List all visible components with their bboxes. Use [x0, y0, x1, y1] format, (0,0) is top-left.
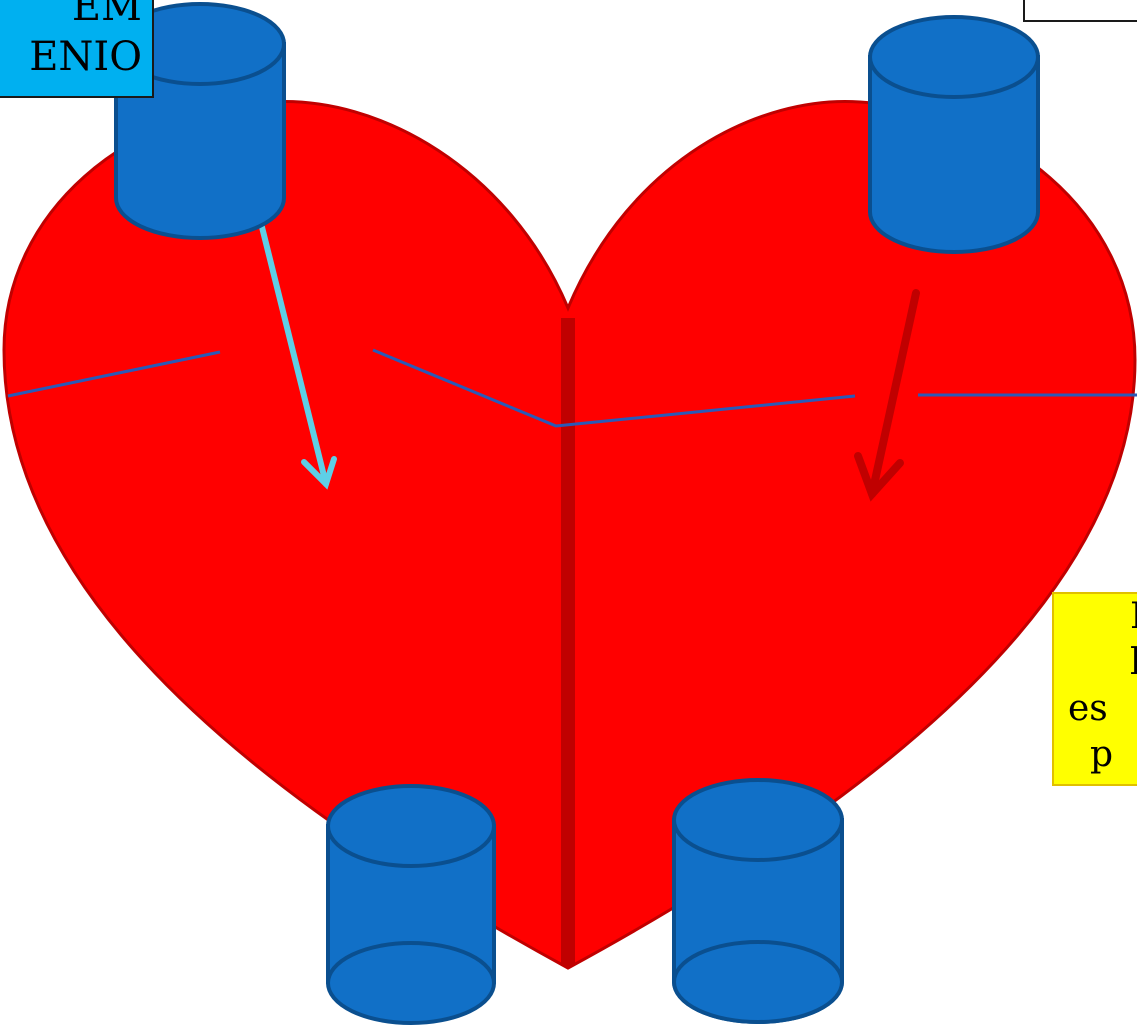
vessel-bottom-right	[672, 778, 844, 1024]
arrow-left-shaft	[249, 184, 329, 487]
vessel-bottom-left-top	[326, 784, 496, 868]
label-right-line-2: l	[1054, 640, 1137, 686]
label-right-line-1: I	[1054, 594, 1137, 640]
vessel-bottom-left	[326, 784, 496, 1025]
vessel-top-left	[114, 2, 286, 240]
divider-center	[372, 348, 856, 428]
vessel-bottom-right-opening	[672, 940, 844, 1024]
arrow-left-head	[301, 456, 337, 490]
label-top-left-line-1: EM	[71, 0, 142, 30]
atrioventricular-lines	[7, 348, 1137, 428]
vessel-top-right	[868, 15, 1040, 254]
vessel-top-left-body	[114, 42, 286, 240]
label-right-line-3: es	[1068, 688, 1108, 729]
arrow-right-head	[854, 452, 904, 502]
label-right-side: I l es p	[1052, 592, 1137, 786]
label-top-left: EM ENIO	[0, 0, 154, 98]
label-top-left-line-2: ENIO	[29, 34, 142, 80]
blood-flow-arrow-left	[249, 184, 337, 490]
vessel-top-right-body	[868, 55, 1040, 254]
divider-left-outer	[7, 350, 221, 398]
label-box-top-right	[1023, 0, 1137, 22]
blood-flow-arrow-right	[854, 289, 920, 502]
vessel-bottom-right-top	[672, 778, 844, 862]
vessel-top-right-opening	[868, 15, 1040, 99]
vessel-bottom-left-opening	[326, 941, 496, 1025]
arrow-right-shaft	[868, 289, 920, 498]
label-right-line-4: p	[1090, 734, 1114, 775]
